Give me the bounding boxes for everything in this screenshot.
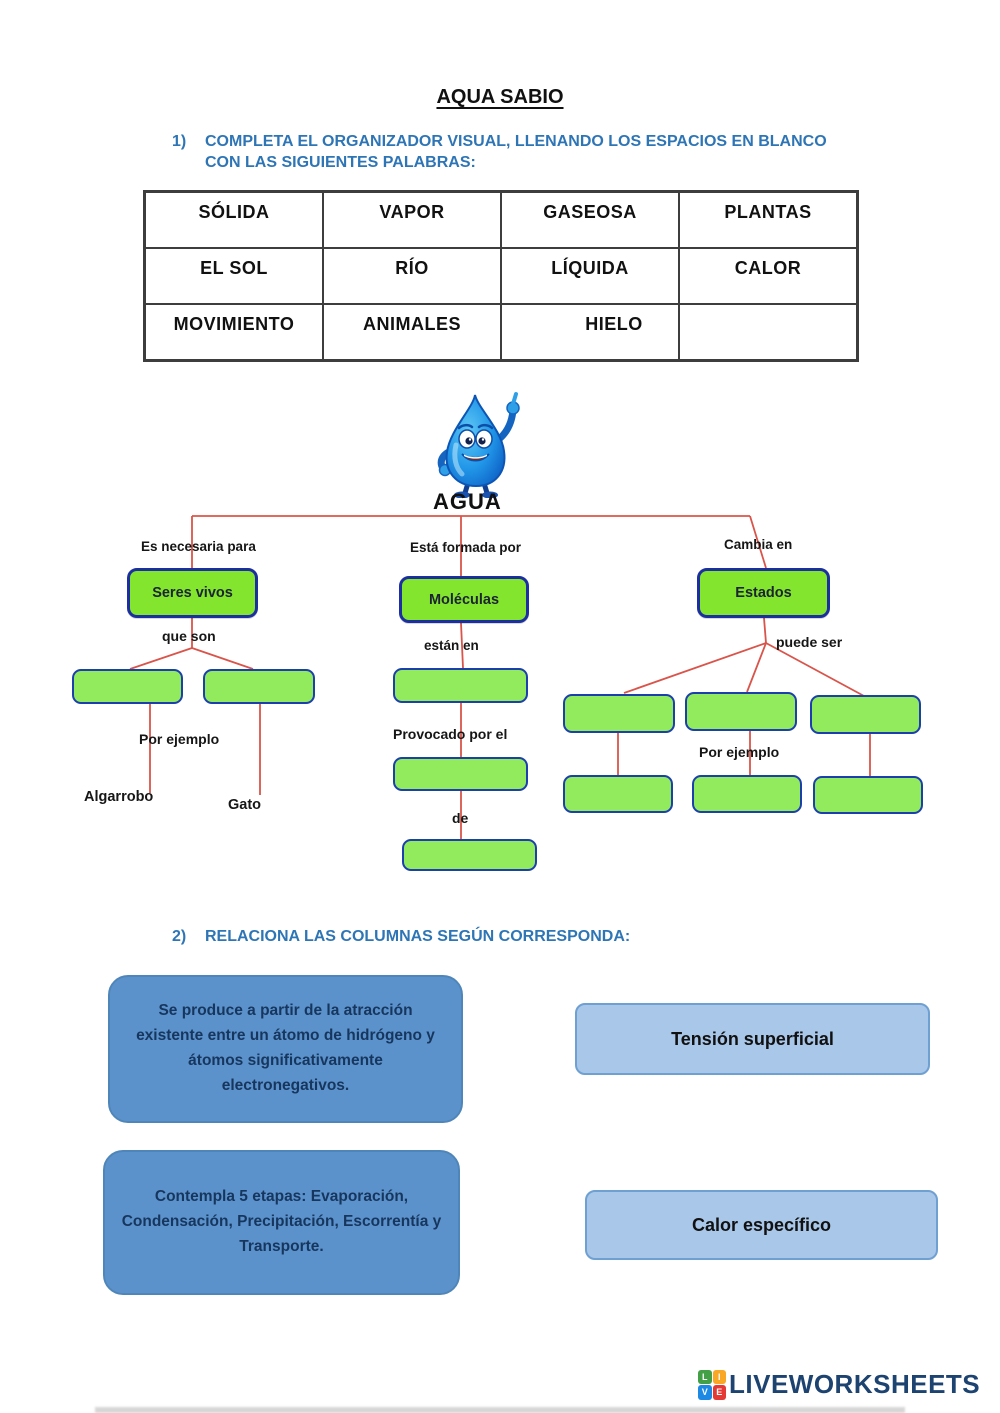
blank-box-state-example-2[interactable] <box>692 775 802 813</box>
node-estados: Estados <box>697 568 830 618</box>
liveworksheets-logo-icon: L I V E <box>698 1369 726 1400</box>
node-seres-vivos: Seres vivos <box>127 568 258 618</box>
blank-box-state-2[interactable] <box>685 692 797 731</box>
page-title: AQUA SABIO <box>436 86 564 108</box>
liveworksheets-brand: L I V E LIVEWORKSHEETS <box>698 1369 980 1400</box>
logo-square-e: E <box>712 1385 726 1400</box>
word-bank-cell <box>679 304 857 360</box>
logo-square-l: L <box>698 1369 712 1384</box>
blank-box-living-1[interactable] <box>72 669 183 704</box>
word-bank-cell: PLANTAS <box>679 192 857 248</box>
example-label-gato: Gato <box>228 797 262 813</box>
blank-box-molecules-3[interactable] <box>402 839 537 871</box>
word-bank-table: SÓLIDA VAPOR GASEOSA PLANTAS EL SOL RÍO … <box>143 190 859 362</box>
word-bank-cell: EL SOL <box>145 248 323 304</box>
word-bank-cell: SÓLIDA <box>145 192 323 248</box>
edge-label-por-ejemplo-right: Por ejemplo <box>699 744 780 760</box>
word-bank-cell: MOVIMIENTO <box>145 304 323 360</box>
question-2-text: RELACIONA LAS COLUMNAS SEGÚN CORRESPONDA… <box>205 928 631 945</box>
brand-wordmark: LIVEWORKSHEETS <box>729 1369 981 1399</box>
question-1-number: 1) <box>172 133 187 150</box>
question-2-number: 2) <box>172 928 187 945</box>
word-bank-cell: LÍQUIDA <box>501 248 679 304</box>
blank-box-state-3[interactable] <box>810 695 921 734</box>
blank-box-state-example-3[interactable] <box>813 776 923 814</box>
logo-square-i: I <box>712 1369 726 1384</box>
blank-box-living-2[interactable] <box>203 669 315 704</box>
blank-box-state-example-1[interactable] <box>563 775 673 813</box>
edge-label-que-son: que son <box>162 628 216 644</box>
edge-label-provocado-por-el: Provocado por el <box>393 726 508 742</box>
example-label-algarrobo: Algarrobo <box>84 789 154 805</box>
match-description-water-cycle[interactable]: Contempla 5 etapas: Evaporación, Condens… <box>103 1150 460 1295</box>
word-bank-cell: HIELO <box>501 304 679 360</box>
word-bank-cell: CALOR <box>679 248 857 304</box>
water-drop-mascot-image <box>437 392 520 498</box>
edge-label-de: de <box>452 810 469 826</box>
word-bank-cell: RÍO <box>323 248 501 304</box>
question-1-heading: 1) COMPLETA EL ORGANIZADOR VISUAL, LLENA… <box>172 131 862 173</box>
word-bank-cell: GASEOSA <box>501 192 679 248</box>
edge-label-esta-formada-por: Está formada por <box>410 540 522 555</box>
node-moleculas: Moléculas <box>399 576 529 623</box>
edge-label-puede-ser: puede ser <box>776 634 843 650</box>
edge-label-estan-en: están en <box>424 638 479 653</box>
question-1-text: COMPLETA EL ORGANIZADOR VISUAL, LLENANDO… <box>205 133 827 171</box>
word-bank-cell: VAPOR <box>323 192 501 248</box>
word-bank-cell: ANIMALES <box>323 304 501 360</box>
blank-box-state-1[interactable] <box>563 694 675 733</box>
match-option-tension-superficial[interactable]: Tensión superficial <box>575 1003 930 1075</box>
blank-box-molecules-1[interactable] <box>393 668 528 703</box>
match-option-calor-especifico[interactable]: Calor específico <box>585 1190 938 1260</box>
question-2-heading: 2) RELACIONA LAS COLUMNAS SEGÚN CORRESPO… <box>172 926 872 947</box>
cutoff-content-strip <box>95 1407 905 1413</box>
logo-square-v: V <box>698 1385 712 1400</box>
edge-label-por-ejemplo-left: Por ejemplo <box>139 731 220 747</box>
blank-box-molecules-2[interactable] <box>393 757 528 791</box>
match-description-hydrogen-bond[interactable]: Se produce a partir de la atracción exis… <box>108 975 463 1123</box>
edge-label-es-necesaria-para: Es necesaria para <box>141 539 256 554</box>
edge-label-cambia-en: Cambia en <box>724 537 793 552</box>
map-root-label: AGUA <box>433 489 502 514</box>
